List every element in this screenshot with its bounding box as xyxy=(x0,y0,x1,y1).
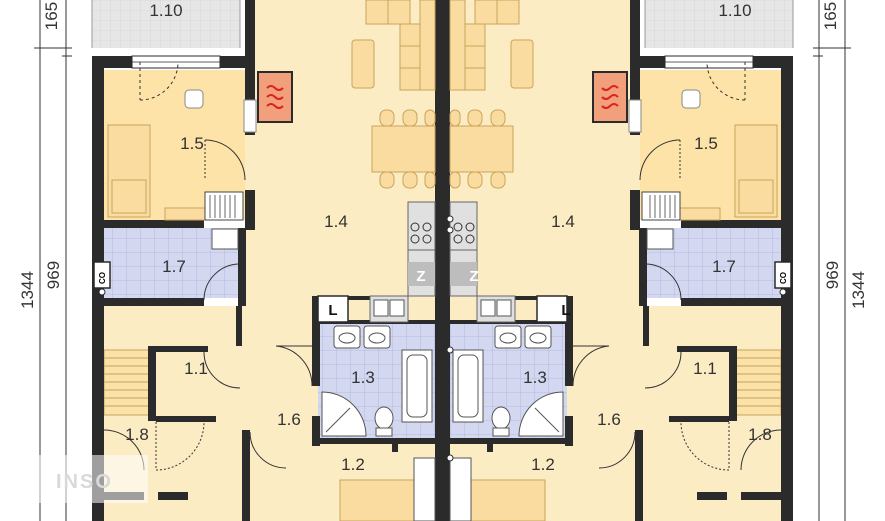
boiler-label: CO xyxy=(98,272,107,284)
room-label-1-4: 1.4 xyxy=(324,212,348,231)
room-label-1-5: 1.5 xyxy=(694,134,718,153)
fridge-label: Z xyxy=(469,268,478,285)
room-label-1-1: 1.1 xyxy=(184,359,208,378)
room-label-1-2: 1.2 xyxy=(341,455,365,474)
room-label-1-10: 1.10 xyxy=(149,1,182,20)
room-label-1-7: 1.7 xyxy=(162,257,186,276)
room-label-1-8: 1.8 xyxy=(748,425,772,444)
room-label-1-1: 1.1 xyxy=(693,359,717,378)
left-labels: 1.10 1.5 1.4 1.7 1.1 1.3 1.6 1.8 1.2 CO … xyxy=(18,1,435,474)
dim-mid: 969 xyxy=(44,261,63,289)
dim-top: 165 xyxy=(821,2,840,30)
laundry-label: L xyxy=(328,302,337,319)
laundry-label: L xyxy=(561,302,570,319)
dim-total: 1344 xyxy=(849,271,868,309)
fridge-label: Z xyxy=(416,268,425,285)
room-label-1-7: 1.7 xyxy=(712,257,736,276)
watermark-text: INSO xyxy=(56,471,113,493)
room-label-1-6: 1.6 xyxy=(277,410,301,429)
party-wall xyxy=(439,0,446,521)
room-label-1-3: 1.3 xyxy=(351,368,375,387)
room-label-1-2: 1.2 xyxy=(531,455,555,474)
dimension-lines xyxy=(34,0,851,521)
right-labels: 1.10 1.5 1.4 1.7 1.1 1.3 1.6 1.8 1.2 CO … xyxy=(450,1,868,474)
room-label-1-4: 1.4 xyxy=(551,212,575,231)
room-label-1-3: 1.3 xyxy=(523,368,547,387)
room-label-1-5: 1.5 xyxy=(180,134,204,153)
party-wall-markers xyxy=(446,215,454,462)
dim-top: 165 xyxy=(42,2,61,30)
watermark: INSO xyxy=(36,455,148,503)
boiler-label: CO xyxy=(779,272,788,284)
room-label-1-8: 1.8 xyxy=(125,425,149,444)
room-label-1-6: 1.6 xyxy=(597,410,621,429)
right-unit xyxy=(445,0,794,521)
dim-total: 1344 xyxy=(18,271,37,309)
room-label-1-10: 1.10 xyxy=(718,1,751,20)
dim-mid: 969 xyxy=(823,261,842,289)
